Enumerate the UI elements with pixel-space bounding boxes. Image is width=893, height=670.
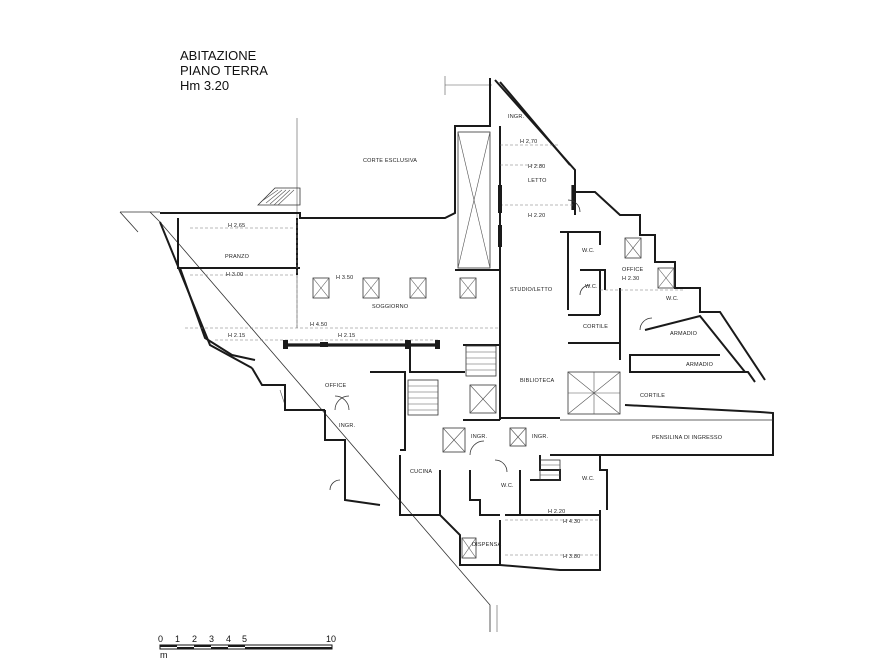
- external-stair: [257, 187, 301, 206]
- label-h-230: H 2.30: [622, 276, 639, 282]
- label-pranzo: PRANZO: [225, 254, 250, 260]
- label-ingr-mid-1: INGR.: [471, 434, 488, 440]
- plan-title: ABITAZIONE PIANO TERRA Hm 3.20: [180, 48, 268, 93]
- ceiling-lines: [185, 144, 685, 556]
- skylight-2: [362, 277, 380, 299]
- skylight-4: [459, 277, 477, 299]
- scale-tick-4: 4: [226, 634, 231, 644]
- label-h-280: H 2.80: [528, 164, 545, 170]
- skylight-ingr: [442, 427, 466, 453]
- skylight-1: [312, 277, 330, 299]
- label-dispensa: DISPENSA: [472, 542, 502, 548]
- skylight-ingr-2: [509, 427, 527, 447]
- label-cortile-1: CORTILE: [583, 324, 608, 330]
- label-letto: LETTO: [528, 178, 547, 184]
- skylight-office: [624, 237, 642, 259]
- scale-unit: m: [160, 650, 168, 660]
- door-swings: [329, 199, 653, 491]
- title-line-1: ABITAZIONE: [180, 48, 257, 63]
- columns: [283, 185, 502, 349]
- scale-tick-5: 5: [242, 634, 247, 644]
- label-cucina: CUCINA: [410, 469, 432, 475]
- label-h-450: H 4.50: [310, 322, 327, 328]
- label-h-380: H 3.80: [563, 554, 580, 560]
- label-biblioteca: BIBLIOTECA: [520, 378, 555, 384]
- label-wc-1: W.C.: [582, 248, 595, 254]
- label-h-265: H 2,65: [228, 223, 245, 229]
- skylight-bib: [469, 384, 497, 414]
- label-wc-2: W.C.: [585, 284, 598, 290]
- scale-tick-10: 10: [326, 634, 336, 644]
- label-ingr-mid-2: INGR.: [532, 434, 549, 440]
- scale-tick-2: 2: [192, 634, 197, 644]
- label-ingr-left: INGR.: [339, 423, 356, 429]
- label-soggiorno: SOGGIORNO: [372, 304, 409, 310]
- label-h-350: H 3.50: [336, 275, 353, 281]
- label-h-220-letto: H 2.20: [528, 213, 545, 219]
- scale-bar: 0 1 2 3 4 5 10 m: [158, 634, 336, 660]
- label-wc-4: W.C.: [501, 483, 514, 489]
- label-h-430: H 4.30: [563, 519, 580, 525]
- skylights: [312, 131, 675, 559]
- skylight-tall: [457, 131, 491, 269]
- skylight-3: [409, 277, 427, 299]
- label-cortile-2: CORTILE: [640, 393, 665, 399]
- label-h-270: H 2,70: [520, 139, 537, 145]
- label-office-right: OFFICE: [622, 267, 643, 273]
- label-office-left: OFFICE: [325, 383, 346, 389]
- label-studio-letto: STUDIO/LETTO: [510, 287, 553, 293]
- scale-tick-1: 1: [175, 634, 180, 644]
- label-corte-esclusiva: CORTE ESCLUSIVA: [363, 158, 417, 164]
- label-wc-5: W.C.: [582, 476, 595, 482]
- label-pensilina: PENSILINA DI INGRESSO: [652, 435, 723, 441]
- skylight-dispensa: [461, 537, 477, 559]
- title-line-3: Hm 3.20: [180, 78, 229, 93]
- outer-walls: [159, 78, 774, 571]
- label-ingr-top: INGR.: [508, 114, 525, 120]
- label-h-215-b: H 2.15: [338, 333, 355, 339]
- label-armadio-1: ARMADIO: [670, 331, 698, 337]
- site-boundary: [119, 76, 498, 632]
- label-h-215-a: H 2.15: [228, 333, 245, 339]
- label-wc-3: W.C.: [666, 296, 679, 302]
- label-armadio-2: ARMADIO: [686, 362, 714, 368]
- title-line-2: PIANO TERRA: [180, 63, 268, 78]
- scale-tick-0: 0: [158, 634, 163, 644]
- interior-stairs: [407, 345, 561, 481]
- room-labels: INGR. H 2,70 H 2.80 LETTO H 2.20 CORTE E…: [225, 114, 723, 560]
- scale-tick-3: 3: [209, 634, 214, 644]
- skylight-wc: [657, 267, 675, 289]
- skylight-cortile: [567, 371, 621, 415]
- label-h-220-b: H 2.20: [548, 509, 565, 515]
- label-h-300: H 3.00: [226, 272, 243, 278]
